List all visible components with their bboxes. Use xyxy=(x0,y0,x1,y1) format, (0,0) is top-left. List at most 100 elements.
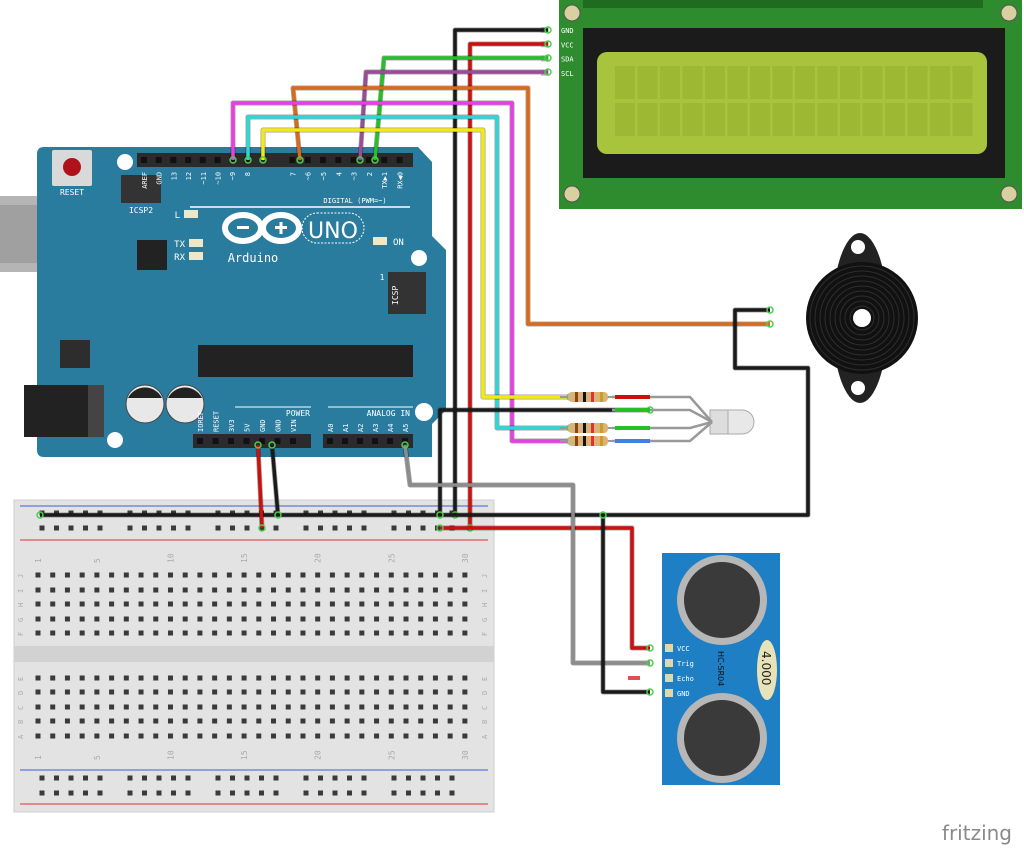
breadboard-rail-hole[interactable] xyxy=(347,510,352,516)
breadboard-rail-hole[interactable] xyxy=(156,525,162,531)
header-pin[interactable] xyxy=(274,438,281,444)
breadboard-rail-hole[interactable] xyxy=(83,790,88,796)
breadboard-hole[interactable] xyxy=(212,689,218,695)
breadboard-hole[interactable] xyxy=(315,630,321,636)
breadboard-hole[interactable] xyxy=(109,718,115,724)
breadboard-hole[interactable] xyxy=(329,630,335,636)
breadboard-rail-hole[interactable] xyxy=(435,790,440,796)
breadboard-rail-hole[interactable] xyxy=(156,510,162,516)
breadboard-hole[interactable] xyxy=(35,572,41,578)
breadboard-hole[interactable] xyxy=(197,689,203,695)
breadboard-hole[interactable] xyxy=(329,733,335,739)
breadboard-rail-hole[interactable] xyxy=(97,525,103,531)
breadboard-hole[interactable] xyxy=(153,572,159,578)
breadboard-hole[interactable] xyxy=(79,601,85,607)
breadboard-hole[interactable] xyxy=(300,601,306,607)
breadboard-hole[interactable] xyxy=(388,587,394,593)
breadboard-hole[interactable] xyxy=(256,675,262,681)
breadboard-hole[interactable] xyxy=(241,601,247,607)
breadboard-hole[interactable] xyxy=(241,675,247,681)
breadboard-hole[interactable] xyxy=(109,704,115,710)
breadboard-hole[interactable] xyxy=(226,733,232,739)
header-pin[interactable] xyxy=(357,438,363,444)
breadboard-hole[interactable] xyxy=(94,675,100,681)
breadboard-hole[interactable] xyxy=(153,630,159,636)
breadboard-hole[interactable] xyxy=(285,601,291,607)
breadboard-rail-hole[interactable] xyxy=(361,775,367,781)
breadboard-hole[interactable] xyxy=(79,733,85,739)
breadboard-hole[interactable] xyxy=(359,630,365,636)
breadboard-hole[interactable] xyxy=(79,572,85,578)
breadboard-hole[interactable] xyxy=(79,675,85,681)
breadboard-hole[interactable] xyxy=(123,718,129,724)
breadboard-rail-hole[interactable] xyxy=(318,525,323,531)
breadboard-rail-hole[interactable] xyxy=(420,525,426,531)
breadboard-hole[interactable] xyxy=(109,572,115,578)
wire-gnd-rail[interactable] xyxy=(40,308,810,517)
breadboard-hole[interactable] xyxy=(256,572,262,578)
breadboard-rail-hole[interactable] xyxy=(68,510,74,516)
breadboard-hole[interactable] xyxy=(241,616,247,622)
breadboard-hole[interactable] xyxy=(462,675,468,681)
breadboard-hole[interactable] xyxy=(300,572,306,578)
breadboard-hole[interactable] xyxy=(285,630,291,636)
breadboard-hole[interactable] xyxy=(329,675,335,681)
breadboard-hole[interactable] xyxy=(138,616,144,622)
breadboard-hole[interactable] xyxy=(35,601,41,607)
breadboard-hole[interactable] xyxy=(226,675,232,681)
breadboard-rail-hole[interactable] xyxy=(273,790,279,796)
breadboard-hole[interactable] xyxy=(329,587,335,593)
breadboard-hole[interactable] xyxy=(329,704,335,710)
breadboard-hole[interactable] xyxy=(462,572,468,578)
breadboard-rail-hole[interactable] xyxy=(142,510,147,516)
breadboard-hole[interactable] xyxy=(403,630,409,636)
breadboard-rail-hole[interactable] xyxy=(127,775,133,781)
breadboard-hole[interactable] xyxy=(35,675,41,681)
breadboard-rail-hole[interactable] xyxy=(244,525,250,531)
breadboard-hole[interactable] xyxy=(226,587,232,593)
breadboard-hole[interactable] xyxy=(344,704,350,710)
breadboard-hole[interactable] xyxy=(418,587,424,593)
breadboard-hole[interactable] xyxy=(50,675,56,681)
breadboard-rail-hole[interactable] xyxy=(171,510,176,516)
breadboard-hole[interactable] xyxy=(35,733,41,739)
breadboard-hole[interactable] xyxy=(271,587,277,593)
breadboard-hole[interactable] xyxy=(462,587,468,593)
breadboard-hole[interactable] xyxy=(462,704,468,710)
breadboard-hole[interactable] xyxy=(182,587,188,593)
breadboard-hole[interactable] xyxy=(315,675,321,681)
wire-led-pin10[interactable] xyxy=(246,115,570,430)
breadboard-hole[interactable] xyxy=(64,630,70,636)
breadboard-hole[interactable] xyxy=(462,630,468,636)
breadboard-hole[interactable] xyxy=(344,572,350,578)
wire-lcd-gnd[interactable] xyxy=(453,28,548,515)
breadboard-hole[interactable] xyxy=(256,616,262,622)
breadboard-rail-hole[interactable] xyxy=(361,790,367,796)
breadboard-hole[interactable] xyxy=(94,587,100,593)
breadboard-hole[interactable] xyxy=(329,601,335,607)
breadboard-rail-hole[interactable] xyxy=(215,790,221,796)
breadboard-hole[interactable] xyxy=(271,689,277,695)
breadboard-hole[interactable] xyxy=(64,718,70,724)
header-pin[interactable] xyxy=(327,438,333,444)
wire-5v[interactable] xyxy=(256,444,264,529)
header-pin[interactable] xyxy=(396,157,403,163)
breadboard-hole[interactable] xyxy=(123,616,129,622)
breadboard-rail-hole[interactable] xyxy=(332,510,338,516)
breadboard-hole[interactable] xyxy=(403,675,409,681)
breadboard-rail-hole[interactable] xyxy=(449,775,455,781)
breadboard-hole[interactable] xyxy=(315,704,321,710)
breadboard-hole[interactable] xyxy=(109,689,115,695)
breadboard-hole[interactable] xyxy=(64,733,70,739)
breadboard-rail-hole[interactable] xyxy=(435,775,440,781)
breadboard-hole[interactable] xyxy=(388,704,394,710)
breadboard-rail-hole[interactable] xyxy=(259,775,264,781)
breadboard-hole[interactable] xyxy=(226,630,232,636)
breadboard-hole[interactable] xyxy=(123,587,129,593)
breadboard-rail-hole[interactable] xyxy=(347,790,352,796)
breadboard-hole[interactable] xyxy=(418,630,424,636)
breadboard-hole[interactable] xyxy=(300,587,306,593)
breadboard-hole[interactable] xyxy=(271,616,277,622)
breadboard-rail-hole[interactable] xyxy=(156,775,162,781)
breadboard-rail-hole[interactable] xyxy=(39,790,45,796)
